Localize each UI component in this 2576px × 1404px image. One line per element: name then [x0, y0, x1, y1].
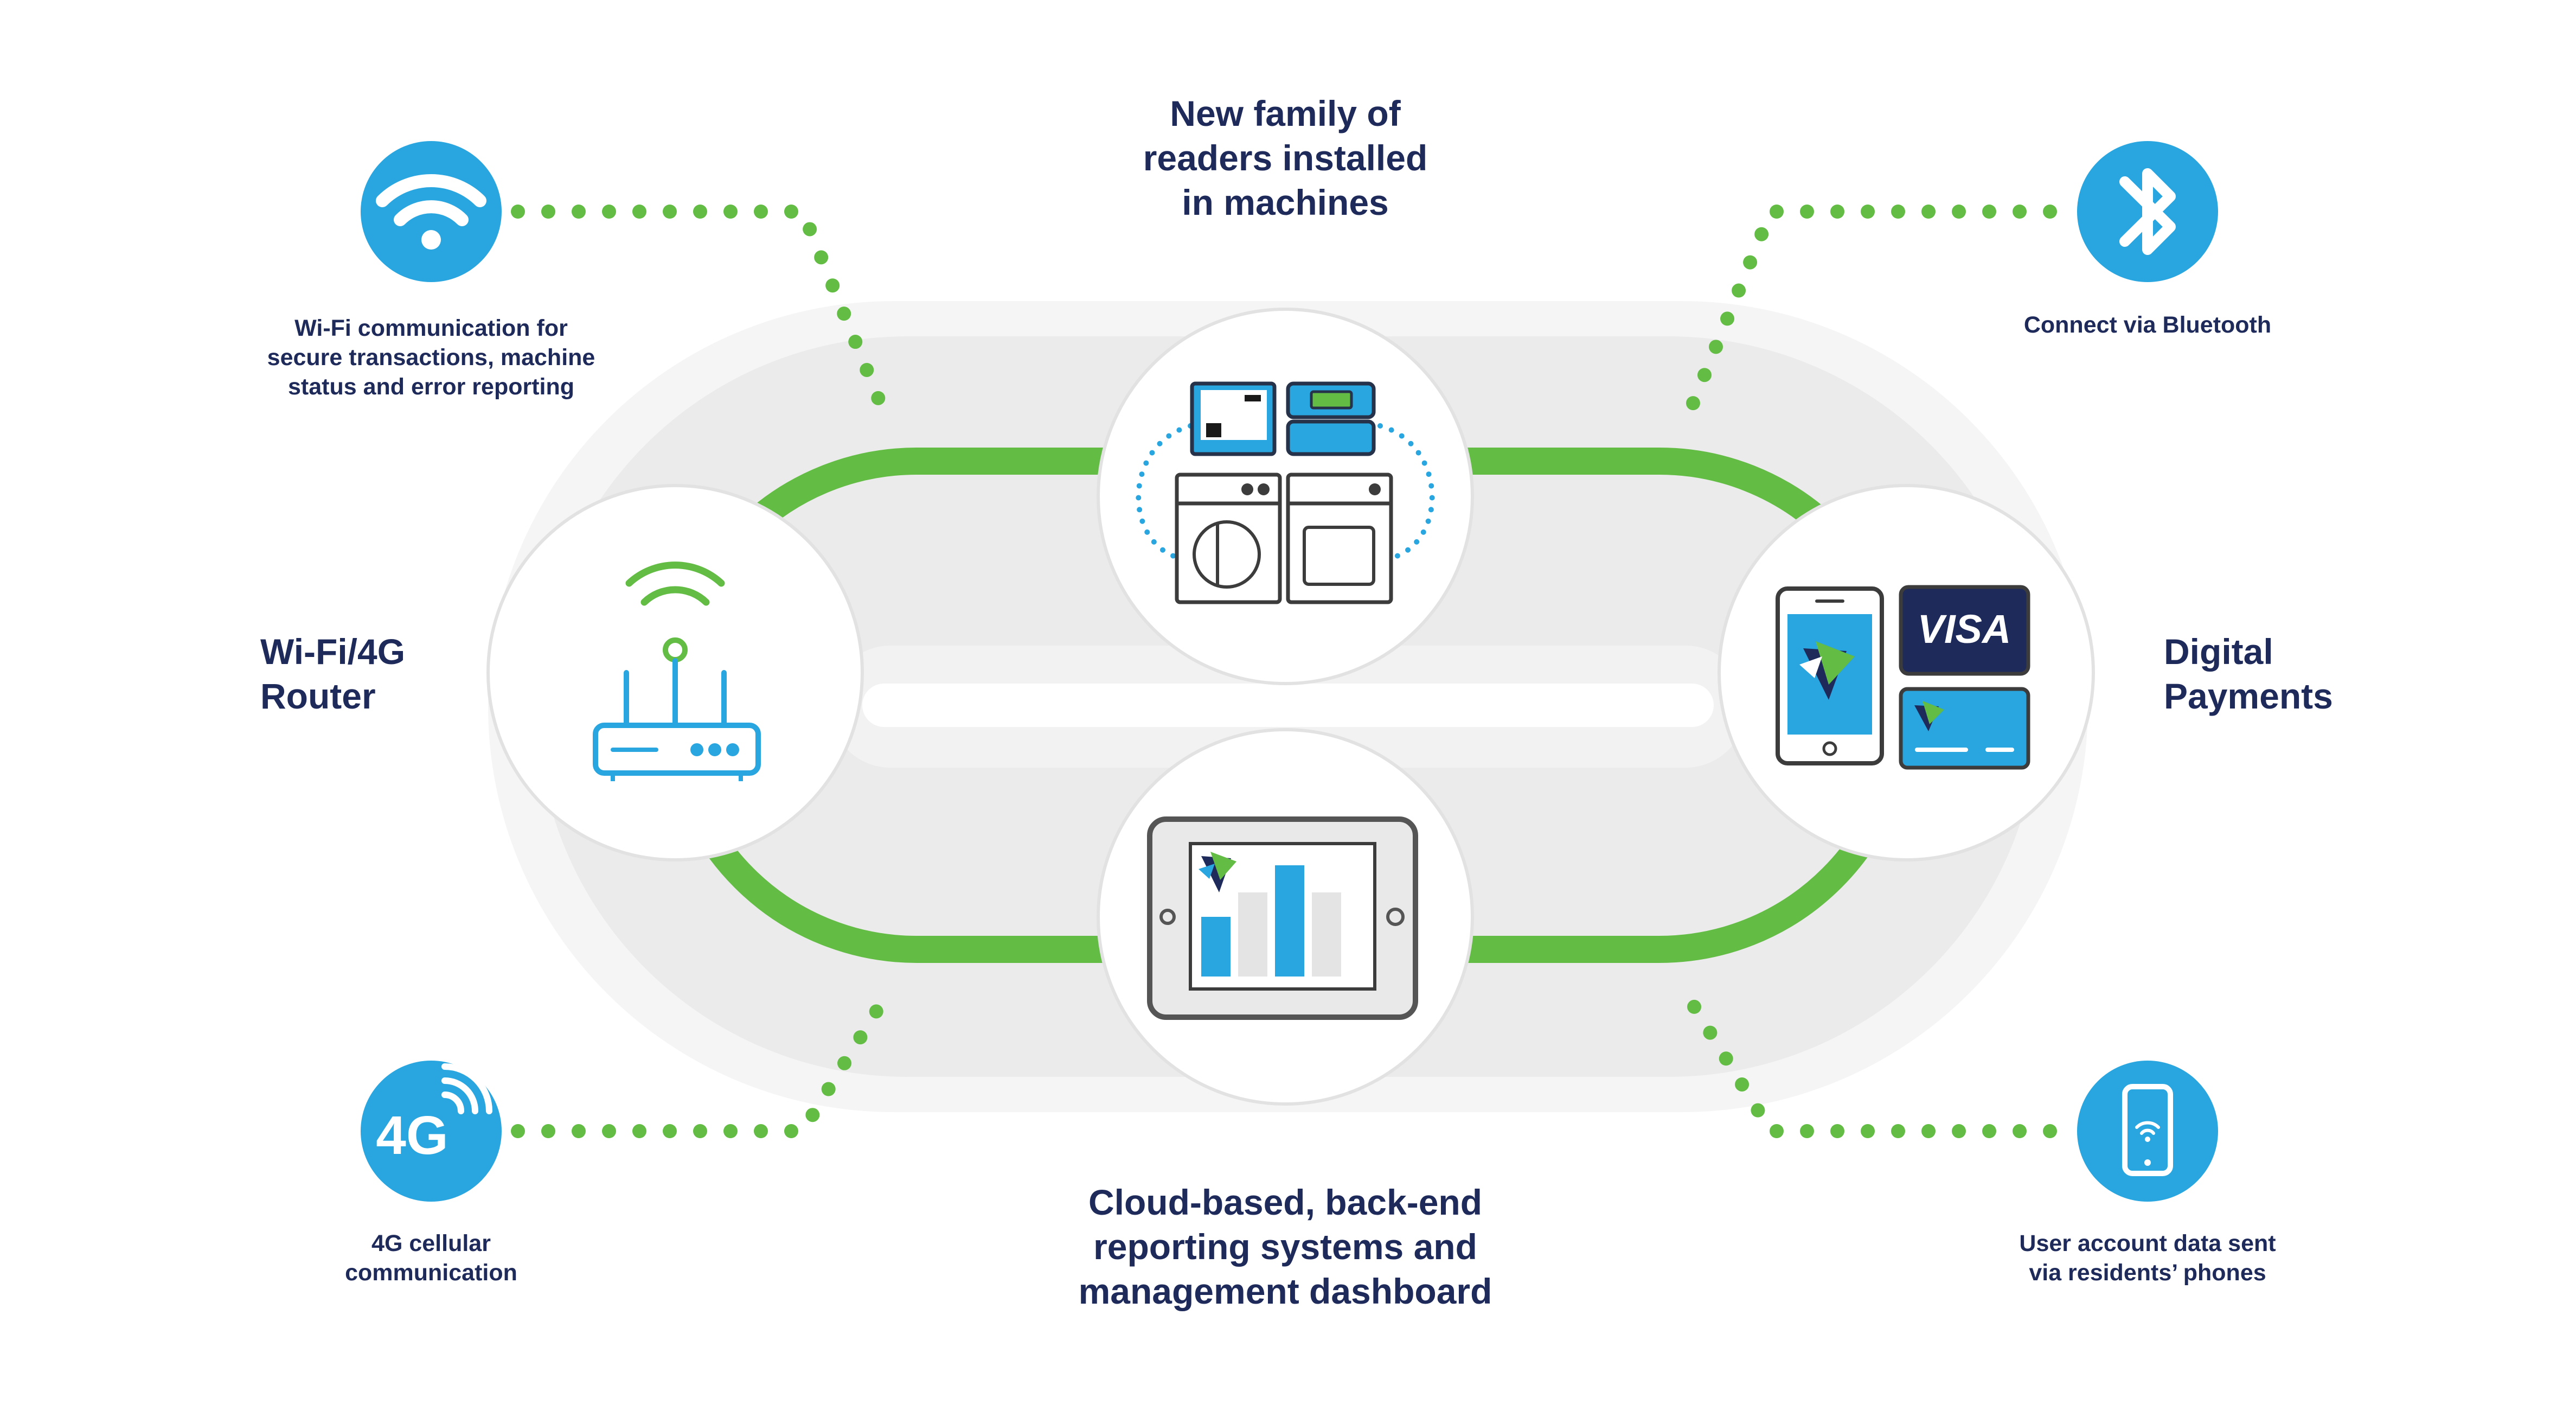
router-icon	[593, 561, 761, 781]
connector-cellular	[511, 983, 896, 1138]
4g-text: 4G	[376, 1105, 448, 1166]
bluetooth-label: Connect via Bluetooth	[2023, 312, 2272, 338]
dotted-connectors	[511, 205, 2057, 1138]
wifi-comm-label: Wi-Fi communication for secure transacti…	[267, 315, 595, 400]
machines-circle	[1097, 308, 1474, 685]
visa-text: VISA	[1918, 607, 2011, 652]
cellular-label: 4G cellular communication	[345, 1230, 517, 1286]
background-oval	[488, 301, 2088, 1112]
cloud-title: Cloud-based, back-end reporting systems …	[1078, 1182, 1492, 1311]
connector-bluetooth	[1677, 205, 2057, 433]
readers-title: New family of readers installed in machi…	[1143, 93, 1428, 222]
user-data-label: User account data sent via residents’ ph…	[2019, 1230, 2276, 1286]
tablet-dashboard-icon	[1147, 816, 1418, 1020]
phone-visa-card-icon: VISA	[1776, 585, 2030, 770]
connector-phone	[1677, 983, 2057, 1138]
router-title: Wi-Fi/4G Router	[260, 631, 406, 716]
connector-wifi	[511, 205, 896, 433]
washer-dryer-reader-icon	[1136, 381, 1435, 604]
wifi-icon	[361, 141, 502, 282]
bluetooth-icon	[2077, 141, 2218, 282]
payments-title: Digital Payments	[2164, 631, 2333, 716]
4g-icon: 4G	[361, 1061, 502, 1202]
smartphone-wifi-icon	[2077, 1061, 2218, 1202]
